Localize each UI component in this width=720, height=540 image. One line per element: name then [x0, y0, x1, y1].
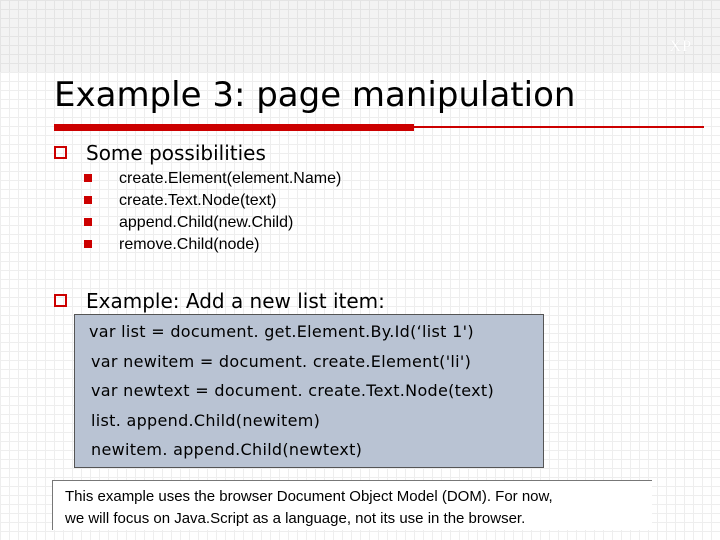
- list-item-text: create.Text.Node(text): [119, 192, 277, 209]
- code-line: newitem. append.Child(newtext): [91, 440, 363, 459]
- bullet-some-possibilities: Some possibilities: [54, 141, 266, 165]
- list-item-text: create.Element(element.Name): [119, 170, 342, 187]
- filled-square-bullet-icon: [84, 196, 92, 204]
- list-item-text: remove.Child(node): [119, 236, 260, 253]
- footnote-line: This example uses the browser Document O…: [65, 488, 553, 505]
- hollow-square-bullet-icon: [54, 294, 67, 307]
- filled-square-bullet-icon: [84, 174, 92, 182]
- hollow-square-bullet-icon: [54, 146, 67, 159]
- footnote-box: This example uses the browser Document O…: [52, 480, 652, 530]
- bullet-example: Example: Add a new list item:: [54, 289, 385, 313]
- filled-square-bullet-icon: [84, 240, 92, 248]
- bullet-text: Example: Add a new list item:: [86, 289, 385, 313]
- method-list: create.Element(element.Name) create.Text…: [84, 168, 341, 256]
- list-item: append.Child(new.Child): [84, 212, 341, 234]
- code-line: var list = document. get.Element.By.Id(‘…: [89, 322, 474, 341]
- list-item-text: append.Child(new.Child): [119, 214, 294, 231]
- slide-title: Example 3: page manipulation: [54, 75, 576, 115]
- list-item: create.Element(element.Name): [84, 168, 341, 190]
- title-band: [0, 0, 720, 72]
- corner-logo-mark: XP: [669, 38, 692, 55]
- code-line: var newitem = document. create.Element('…: [91, 351, 472, 371]
- title-underline-accent: [54, 124, 414, 131]
- code-line: list. append.Child(newitem): [91, 410, 321, 430]
- bullet-text: Some possibilities: [86, 141, 266, 165]
- filled-square-bullet-icon: [84, 218, 92, 226]
- code-block: var list = document. get.Element.By.Id(‘…: [74, 314, 544, 468]
- list-item: remove.Child(node): [84, 234, 341, 256]
- footnote-line: we will focus on Java.Script as a langua…: [65, 510, 526, 527]
- code-line: var newtext = document. create.Text.Node…: [91, 381, 495, 400]
- list-item: create.Text.Node(text): [84, 190, 341, 212]
